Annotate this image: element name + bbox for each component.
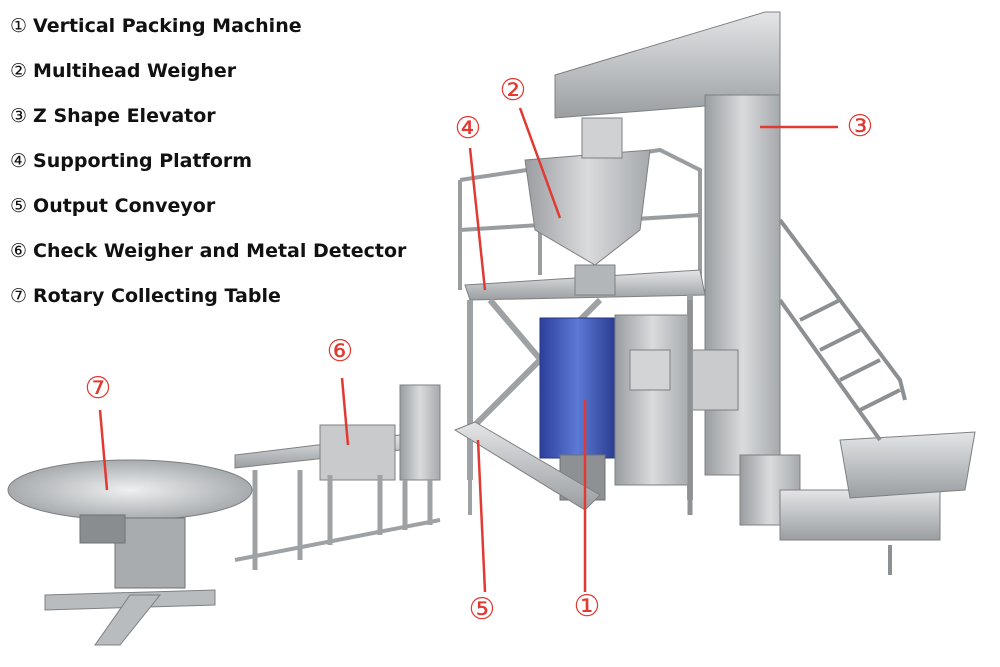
leader-4: [468, 147, 487, 291]
callout-1: ①: [573, 589, 601, 624]
leader-6: [340, 377, 350, 446]
leader-5: [476, 439, 487, 593]
callout-7: ⑦: [84, 371, 112, 406]
callout-6: ⑥: [326, 334, 354, 369]
multihead-weigher: [524, 117, 651, 296]
callout-2: ②: [499, 73, 527, 108]
leader-7: [98, 409, 109, 491]
callout-3: ③: [846, 109, 874, 144]
callout-4: ④: [454, 111, 482, 146]
check-weigher-metal-detector: [234, 384, 441, 570]
callout-leaders: [98, 107, 838, 593]
output-conveyor: [453, 421, 601, 515]
rotary-collecting-table: [7, 459, 253, 646]
vertical-packing-machine: [539, 300, 693, 515]
callout-5: ⑤: [468, 592, 496, 627]
z-shape-elevator: [554, 11, 976, 575]
leader-2: [518, 107, 562, 219]
